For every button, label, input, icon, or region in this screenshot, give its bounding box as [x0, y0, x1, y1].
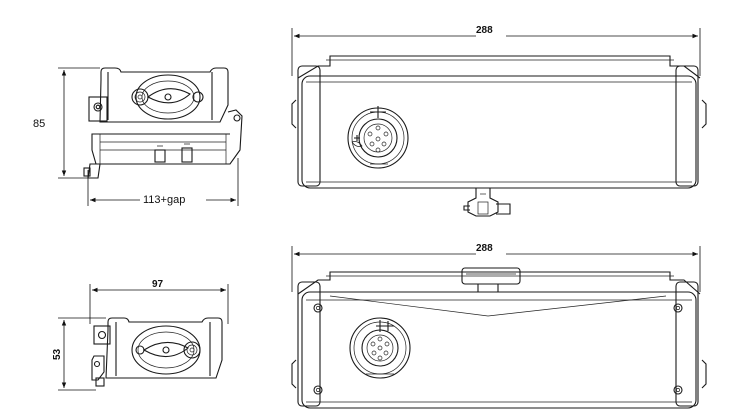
- dimension-width-97: 97: [89, 279, 229, 324]
- dimension-front-bottom-288: 288: [291, 243, 701, 292]
- side-view-top: [83, 67, 243, 179]
- front-view-top: [291, 55, 707, 217]
- dimension-height-85: 85: [33, 67, 100, 179]
- dimension-label-53: 53: [52, 348, 63, 360]
- dimension-label-97: 97: [152, 279, 164, 290]
- dimension-width-113-gap: 113+gap: [87, 158, 239, 206]
- dimension-height-53: 53: [52, 317, 106, 391]
- side-view-bottom: [91, 317, 223, 387]
- dimension-front-top-288: 288: [291, 25, 701, 76]
- dimension-label-85: 85: [33, 118, 45, 130]
- front-view-bottom: [291, 267, 707, 409]
- dimension-label-113-gap: 113+gap: [143, 194, 185, 206]
- dimension-label-288-bottom: 288: [476, 243, 493, 254]
- dimension-label-288-top: 288: [476, 25, 493, 36]
